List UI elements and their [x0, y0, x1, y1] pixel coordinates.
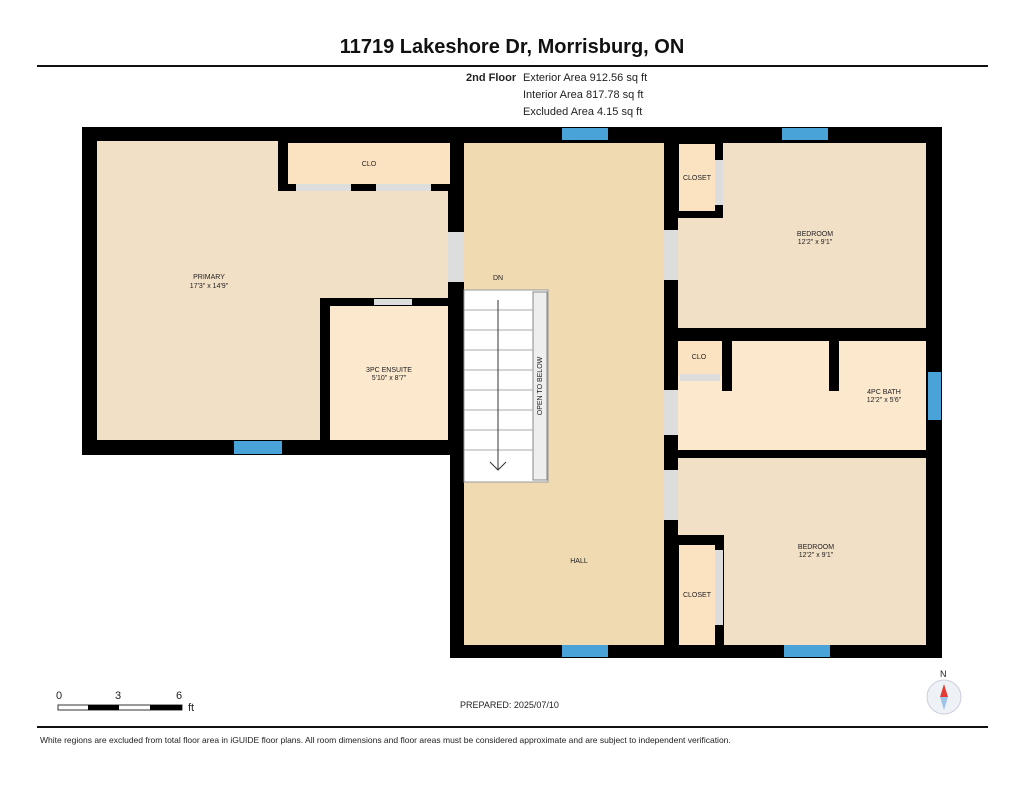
hall-label: HALL — [570, 558, 588, 565]
bedroom-bottom-label: BEDROOM — [798, 544, 834, 551]
disclaimer: White regions are excluded from total fl… — [40, 735, 731, 745]
room-closet-top — [679, 144, 715, 211]
exterior-area: Exterior Area 912.56 sq ft — [523, 72, 648, 84]
scale-tick-0: 0 — [56, 690, 63, 702]
staircase[interactable] — [463, 289, 549, 483]
down-label: DN — [493, 275, 503, 282]
doors — [664, 230, 678, 520]
bath-dims: 12'2" x 5'6" — [867, 397, 902, 404]
closet-top-label: CLOSET — [683, 175, 712, 182]
clo-primary-label: CLO — [362, 161, 377, 168]
bedroom-top-dims: 12'2" x 9'1" — [798, 239, 833, 246]
primary-dims: 17'3" x 14'9" — [190, 283, 229, 290]
ensuite-dims: 5'10" x 8'7" — [372, 375, 407, 382]
footer-divider — [37, 726, 988, 728]
room-ensuite — [330, 306, 448, 440]
room-closet-bottom — [679, 545, 715, 645]
closet-bottom-label: CLOSET — [683, 592, 712, 599]
clo-bath-label: CLO — [692, 354, 707, 361]
compass-icon — [926, 679, 962, 715]
scale-tick-6: 6 — [176, 690, 183, 702]
bedroom-top-label: BEDROOM — [797, 231, 833, 238]
bedroom-bottom-dims: 12'2" x 9'1" — [799, 552, 834, 559]
compass-north-label: N — [940, 669, 947, 679]
scale-tick-3: 3 — [115, 690, 122, 702]
scale-unit: ft — [188, 702, 195, 714]
scale-bar — [57, 704, 183, 711]
room-clo-bath — [678, 341, 722, 376]
primary-label: PRIMARY — [193, 274, 225, 281]
floor-name: 2nd Floor — [466, 72, 517, 84]
bath-label: 4PC BATH — [867, 389, 901, 396]
interior-area: Interior Area 817.78 sq ft — [523, 89, 644, 101]
excluded-area: Excluded Area 4.15 sq ft — [523, 106, 643, 118]
room-clo-primary — [288, 143, 450, 184]
prepared-date: PREPARED: 2025/07/10 — [460, 700, 559, 710]
windows — [234, 128, 941, 657]
page-title: 11719 Lakeshore Dr, Morrisburg, ON — [339, 36, 685, 58]
header-divider — [37, 65, 988, 67]
ensuite-label: 3PC ENSUITE — [366, 367, 412, 374]
open-below-label: OPEN TO BELOW — [537, 356, 544, 415]
